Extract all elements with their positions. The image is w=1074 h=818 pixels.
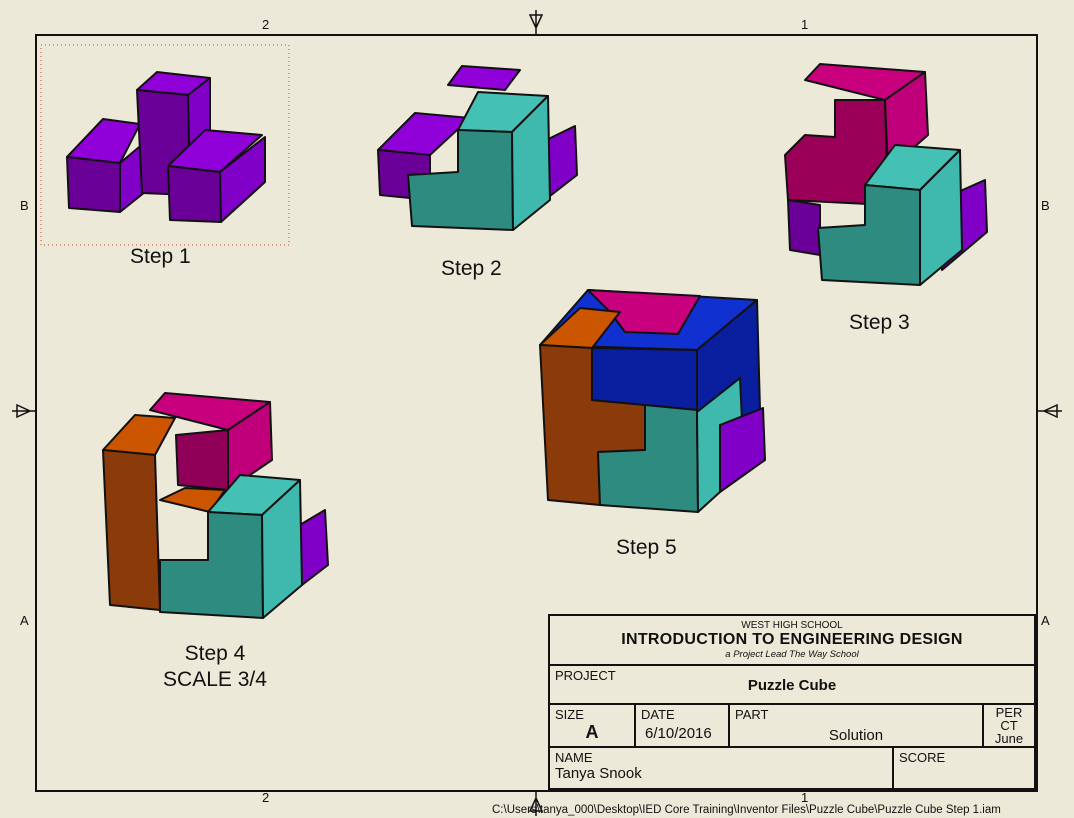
zone-left-b: B — [20, 198, 29, 213]
per-extra: June — [994, 731, 1024, 746]
step4-label: Step 4 — [184, 642, 246, 665]
step5-label: Step 5 — [616, 536, 677, 559]
project-caption: PROJECT — [555, 668, 616, 683]
name-value: Tanya Snook — [555, 765, 642, 782]
part-value: Solution — [828, 727, 884, 744]
zone-bottom-2: 2 — [262, 790, 270, 805]
size-value: A — [585, 722, 599, 742]
step5-view[interactable] — [539, 289, 766, 513]
step1-label: Step 1 — [130, 245, 191, 268]
zone-right-b: B — [1041, 198, 1050, 213]
score-cell: SCORE — [894, 748, 1034, 790]
zone-right-a: A — [1041, 613, 1050, 628]
date-value: 6/10/2016 — [645, 725, 712, 742]
zone-left-a: A — [20, 613, 29, 628]
date-caption: DATE — [641, 707, 675, 722]
project-cell: PROJECT Puzzle Cube — [550, 666, 1034, 705]
zone-top-2: 2 — [262, 17, 270, 32]
zone-top-1: 1 — [801, 17, 809, 32]
size-cell: SIZE A — [550, 705, 636, 748]
course-title: INTRODUCTION TO ENGINEERING DESIGN — [621, 631, 963, 648]
date-cell: DATE 6/10/2016 — [636, 705, 730, 748]
per-caption: PER — [995, 705, 1023, 720]
part-cell: PART Solution — [730, 705, 984, 748]
file-path: C:\Users\tanya_000\Desktop\IED Core Trai… — [492, 804, 1001, 816]
tagline: a Project Lead The Way School — [725, 649, 859, 660]
step3-view[interactable] — [784, 63, 988, 286]
score-caption: SCORE — [899, 750, 946, 765]
step2-view[interactable] — [377, 65, 578, 231]
step2-label: Step 2 — [441, 257, 502, 280]
part-caption: PART — [735, 707, 769, 722]
step1-view[interactable] — [66, 71, 266, 223]
step4-view[interactable] — [102, 392, 329, 619]
header-cell: WEST HIGH SCHOOL INTRODUCTION TO ENGINEE… — [550, 616, 1034, 666]
center-marks — [12, 10, 1062, 816]
name-cell: NAME Tanya Snook — [550, 748, 894, 790]
size-caption: SIZE — [555, 707, 584, 722]
selection-box — [40, 44, 290, 246]
name-caption: NAME — [555, 750, 593, 765]
school-name: WEST HIGH SCHOOL — [741, 620, 843, 631]
zone-bottom-1: 1 — [801, 790, 809, 805]
per-value: CT — [1000, 718, 1018, 733]
project-value: Puzzle Cube — [747, 677, 837, 694]
step4-scale: SCALE 3/4 — [163, 668, 267, 691]
title-block: WEST HIGH SCHOOL INTRODUCTION TO ENGINEE… — [548, 614, 1036, 790]
per-cell: PER CT June — [984, 705, 1034, 748]
step3-label: Step 3 — [849, 311, 910, 334]
